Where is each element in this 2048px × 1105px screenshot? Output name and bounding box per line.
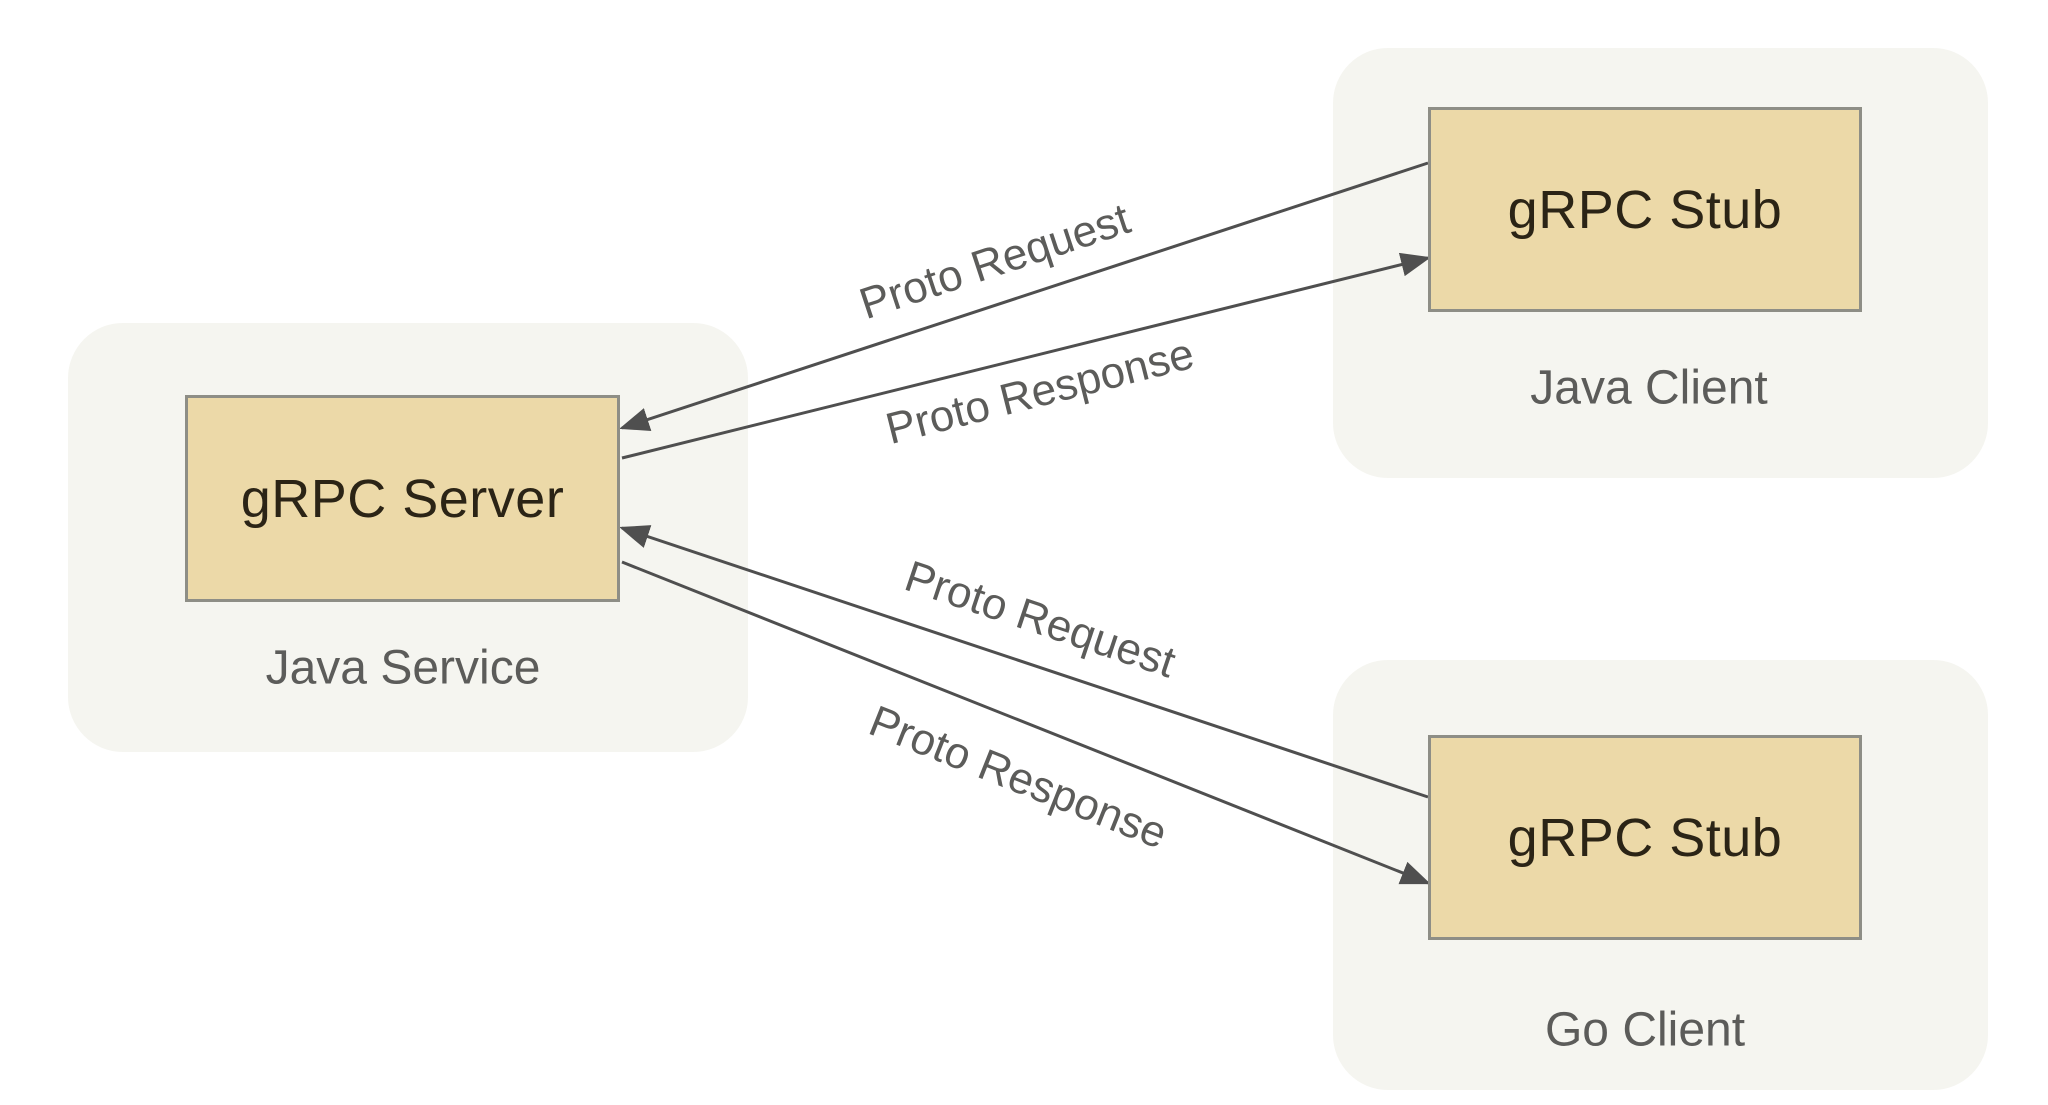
grpc-server-node: gRPC Server (185, 395, 620, 602)
java-request-label: Proto Request (853, 194, 1137, 329)
go-request-label: Proto Request (899, 551, 1182, 688)
java-client-stub-node: gRPC Stub (1428, 107, 1862, 312)
go-client-stub-node-label: gRPC Stub (1507, 807, 1783, 868)
java-response-label: Proto Response (880, 329, 1199, 454)
java-client-stub-node-label: gRPC Stub (1507, 179, 1783, 240)
grpc-server-node-label: gRPC Server (240, 468, 565, 529)
go-response-label: Proto Response (862, 696, 1174, 859)
java-service-label: Java Service (265, 641, 541, 695)
go-client-stub-node: gRPC Stub (1428, 735, 1862, 940)
java-client-label: Java Client (1530, 361, 1768, 415)
go-client-label: Go Client (1544, 1003, 1746, 1057)
